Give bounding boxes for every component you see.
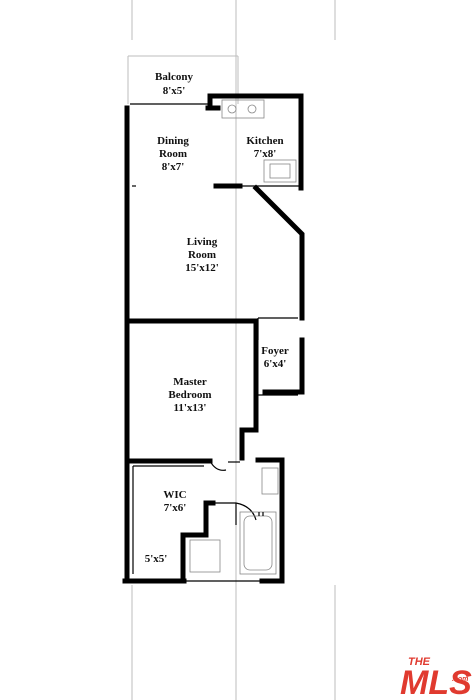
master-size: 11'x13' xyxy=(173,402,206,414)
dining-name-line1: Dining xyxy=(157,135,189,147)
living-size: 15'x12' xyxy=(185,262,219,274)
room-label-foyer: Foyer 6'x4' xyxy=(261,345,289,370)
room-label-wic: WIC 7'x6' xyxy=(163,489,186,514)
room-label-kitchen: Kitchen 7'x8' xyxy=(246,135,283,160)
living-name-line2: Room xyxy=(188,249,216,261)
wic-size: 7'x6' xyxy=(164,502,187,514)
balcony-name: Balcony xyxy=(155,71,193,83)
dining-size: 8'x7' xyxy=(162,161,185,173)
bathroom-fixtures xyxy=(189,467,279,575)
kitchen-fixtures xyxy=(221,99,297,183)
master-name-line2: Bedroom xyxy=(168,389,211,401)
room-label-living: Living Room 15'x12' xyxy=(185,236,219,274)
kitchen-size: 7'x8' xyxy=(254,148,277,160)
foyer-size: 6'x4' xyxy=(264,358,287,370)
dining-name-line2: Room xyxy=(159,148,187,160)
logo-prefix: THE xyxy=(408,656,431,668)
foyer-name: Foyer xyxy=(261,345,289,357)
logo-suffix: .com xyxy=(452,676,468,683)
room-label-dining: Dining Room 8'x7' xyxy=(157,135,189,173)
kitchen-name: Kitchen xyxy=(246,135,283,147)
living-name-line1: Living xyxy=(187,236,218,248)
room-label-master: Master Bedroom 11'x13' xyxy=(168,376,211,414)
master-name-line1: Master xyxy=(173,376,207,388)
balcony-size: 8'x5' xyxy=(163,85,186,97)
walls xyxy=(122,93,305,584)
room-label-bath: 5'x5' xyxy=(145,553,168,565)
interior-lines xyxy=(132,185,298,574)
wic-name: WIC xyxy=(163,489,186,501)
bath-size: 5'x5' xyxy=(145,553,168,565)
scan-guides xyxy=(131,0,336,700)
logo-brand: MLS xyxy=(400,664,472,700)
room-label-balcony: Balcony 8'x5' xyxy=(155,71,193,97)
mls-logo: THE MLS .com xyxy=(400,656,472,700)
